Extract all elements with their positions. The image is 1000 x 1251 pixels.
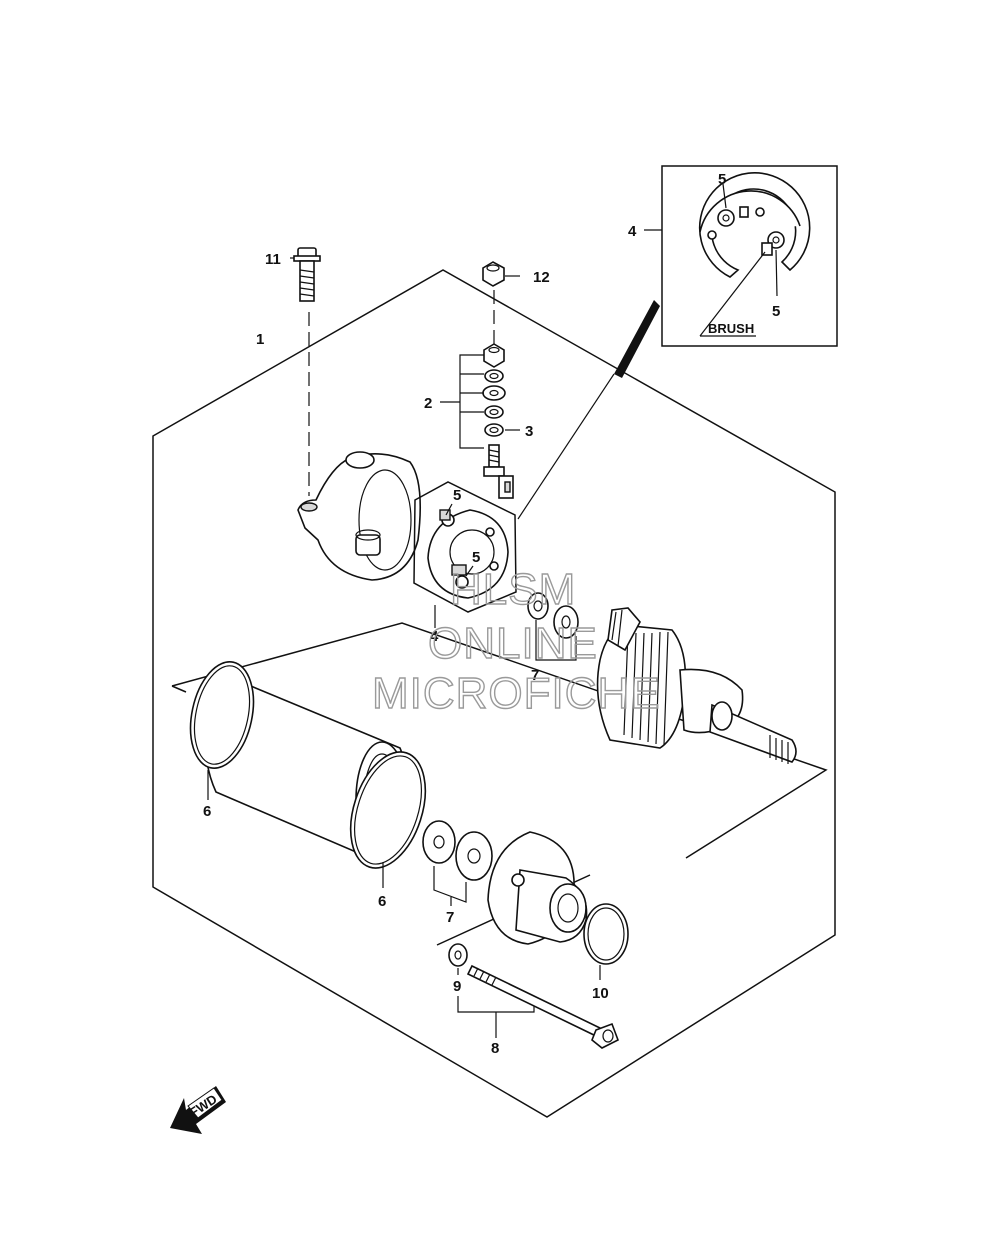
callout-7-upper: 7: [531, 667, 539, 684]
washer-part: [448, 943, 468, 967]
callout-3: 3: [525, 423, 533, 440]
watermark-line-1: HLSM: [450, 565, 576, 614]
brush-plate-frame: [413, 481, 517, 613]
washers-lower: [422, 820, 493, 881]
inset-box: [661, 165, 838, 347]
callout-5-inset-right: 5: [772, 303, 780, 320]
callout-6-mid: 6: [378, 893, 386, 910]
callout-11: 11: [265, 251, 281, 268]
assembly-frame: [152, 269, 836, 1118]
callout-5-plate-top: 5: [453, 487, 461, 504]
callout-6-left: 6: [203, 803, 211, 820]
callout-5-plate-mid: 5: [472, 549, 480, 566]
brush-plate-part: [427, 509, 509, 599]
brush-plate-inset: [698, 172, 811, 278]
fwd-arrow-icon: [170, 1086, 226, 1134]
terminal-bolt: [483, 444, 514, 499]
callout-1: 1: [256, 331, 264, 348]
callout-5-inset-top: 5: [718, 171, 726, 188]
callout-9: 9: [453, 978, 461, 995]
nut-part: [482, 261, 505, 287]
callout-8: 8: [491, 1040, 499, 1057]
callout-12: 12: [533, 269, 550, 286]
washers-upper: [527, 592, 579, 639]
watermark-line-2: ONLINE: [428, 619, 598, 668]
brush-label: BRUSH: [708, 321, 754, 336]
bolt-part: [293, 247, 321, 302]
through-bolt-part: [466, 964, 620, 1049]
front-cover-part: [487, 831, 588, 945]
callout-4-inset: 4: [628, 223, 637, 240]
o-ring-front: [583, 903, 629, 965]
o-ring-mid: [349, 751, 427, 869]
armature-part: [596, 607, 797, 764]
callout-7-lower: 7: [446, 909, 454, 926]
inset-pointer: [614, 300, 660, 378]
callout-2: 2: [424, 395, 432, 412]
o-ring-left: [189, 661, 255, 769]
callout-10: 10: [592, 985, 609, 1002]
rear-cover-part: [297, 451, 422, 581]
washer-stack: [482, 343, 506, 437]
callout-4-main: 4: [430, 628, 439, 645]
watermark-line-3: MICROFICHE: [372, 669, 661, 718]
